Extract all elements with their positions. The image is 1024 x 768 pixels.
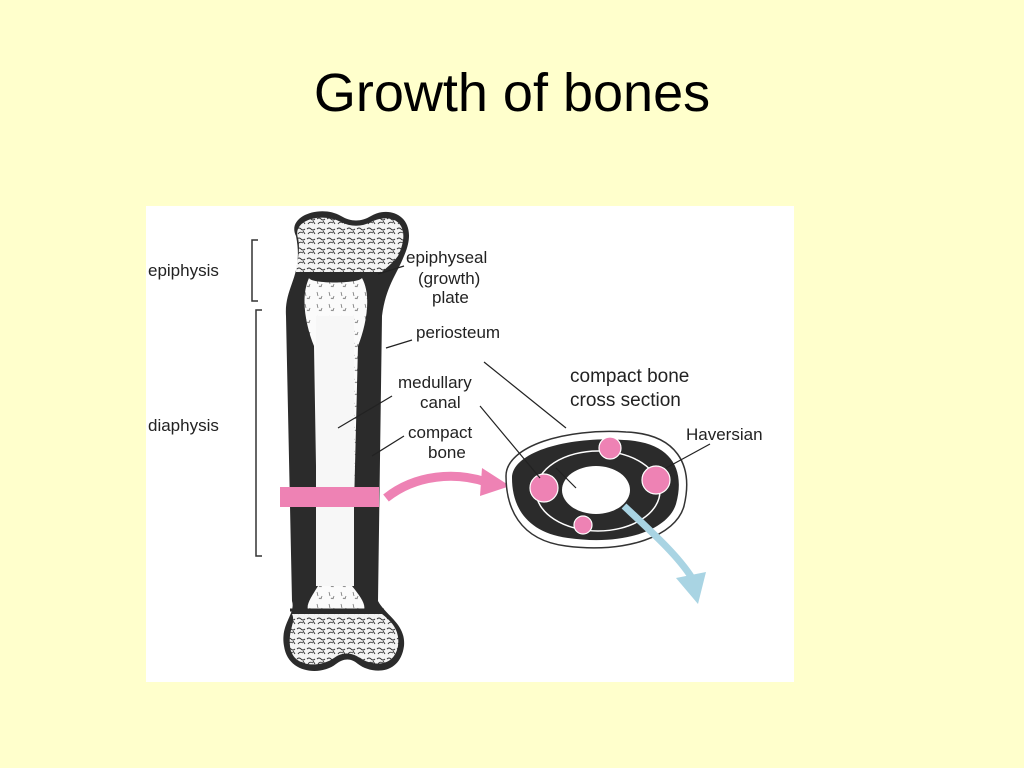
haversian-canal-3 bbox=[641, 465, 671, 495]
medullary-canal-shaft bbox=[316, 316, 354, 586]
leader-canal bbox=[555, 467, 577, 489]
leader-medullary bbox=[337, 395, 393, 429]
slice-arrow bbox=[383, 471, 488, 502]
label-plate-2: (growth) bbox=[418, 269, 480, 288]
leader-haversian bbox=[665, 443, 711, 469]
haversian-canal-1 bbox=[529, 473, 559, 503]
label-cross-2: cross section bbox=[570, 390, 681, 411]
distal-epiphysis bbox=[289, 614, 399, 665]
label-periosteum: periosteum bbox=[416, 323, 500, 342]
leader-plate bbox=[377, 265, 405, 275]
leader-periosteum bbox=[385, 339, 413, 349]
label-medullary-1: medullary bbox=[398, 373, 472, 392]
proximal-epiphysis bbox=[296, 217, 404, 272]
label-plate-3: plate bbox=[432, 288, 469, 307]
label-cross-1: compact bone bbox=[570, 366, 689, 387]
cross-section-canal bbox=[562, 466, 630, 514]
label-diaphysis: diaphysis bbox=[148, 416, 219, 435]
slice-arrow-head bbox=[480, 468, 510, 496]
slide-title: Growth of bones bbox=[313, 63, 711, 123]
blue-arrow bbox=[621, 503, 695, 580]
cross-section-band bbox=[280, 487, 379, 507]
label-haversian: Haversian bbox=[686, 425, 763, 444]
leader-cross-outer bbox=[483, 361, 567, 429]
leader-cross-inner bbox=[479, 405, 541, 479]
bone-diagram-svg: epiphysis diaphysis epiphyseal (growth) … bbox=[148, 211, 763, 671]
blue-arrow-head bbox=[676, 572, 706, 604]
label-compact-1: compact bbox=[408, 423, 473, 442]
label-compact-2: bone bbox=[428, 443, 466, 462]
label-medullary-2: canal bbox=[420, 393, 461, 412]
label-epiphysis: epiphysis bbox=[148, 261, 219, 280]
compact-bone-cross-section bbox=[505, 430, 688, 549]
diaphysis-bracket bbox=[255, 309, 262, 557]
epiphysis-bracket bbox=[251, 239, 258, 302]
label-plate-1: epiphyseal bbox=[406, 248, 487, 267]
leader-compact bbox=[371, 435, 405, 457]
haversian-canal-4 bbox=[573, 515, 593, 535]
haversian-canal-2 bbox=[598, 436, 622, 460]
bone-diagram: epiphysis diaphysis epiphyseal (growth) … bbox=[146, 206, 794, 682]
